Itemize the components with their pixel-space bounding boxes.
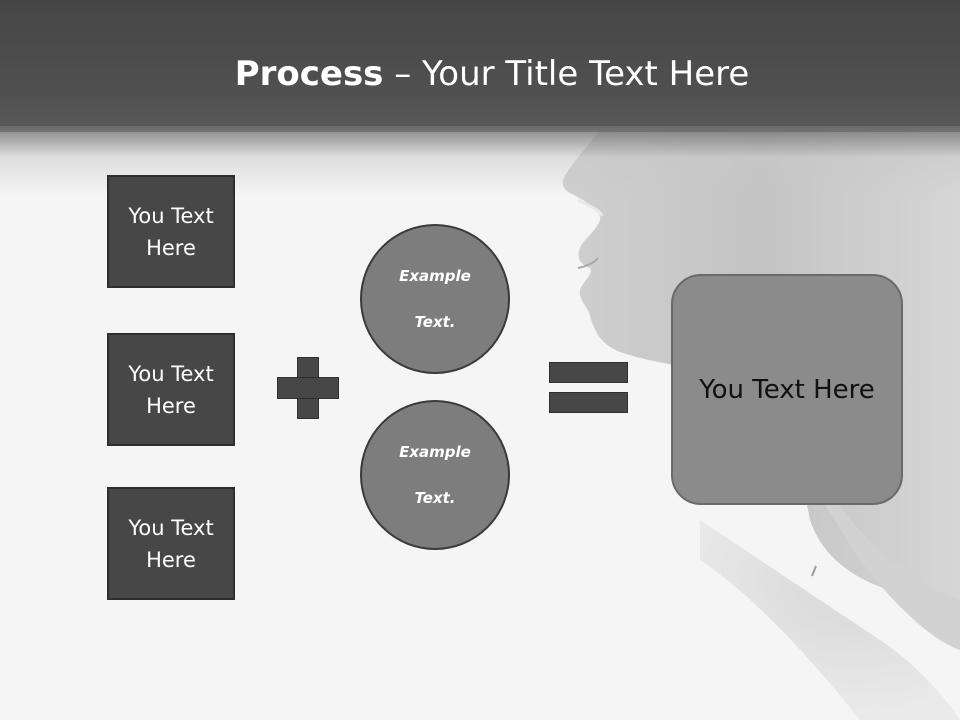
title-bold: Process	[234, 54, 384, 94]
title-rest: – Your Title Text Here	[383, 54, 750, 94]
text-box-2-line1: You Text	[128, 361, 214, 386]
example-circle-2-line2: Text.	[414, 488, 456, 507]
text-box-2-line2: Here	[146, 393, 196, 418]
result-box: You Text Here	[671, 274, 903, 505]
equals-icon-bottom-bar	[549, 392, 628, 413]
example-circle-1-line1: Example	[399, 266, 471, 285]
plus-icon-center	[298, 378, 318, 398]
slide-title: Process – Your Title Text Here	[0, 50, 960, 98]
equals-icon-top-bar	[549, 362, 628, 383]
example-circle-1-line2: Text.	[414, 312, 456, 331]
result-box-text: You Text Here	[699, 374, 875, 405]
example-circle-2-line1: Example	[399, 442, 471, 461]
text-box-3-line1: You Text	[128, 515, 214, 540]
text-box-1-line1: You Text	[128, 203, 214, 228]
title-bar	[0, 0, 960, 132]
text-box-3-line2: Here	[146, 547, 196, 572]
text-box-1-line2: Here	[146, 235, 196, 260]
